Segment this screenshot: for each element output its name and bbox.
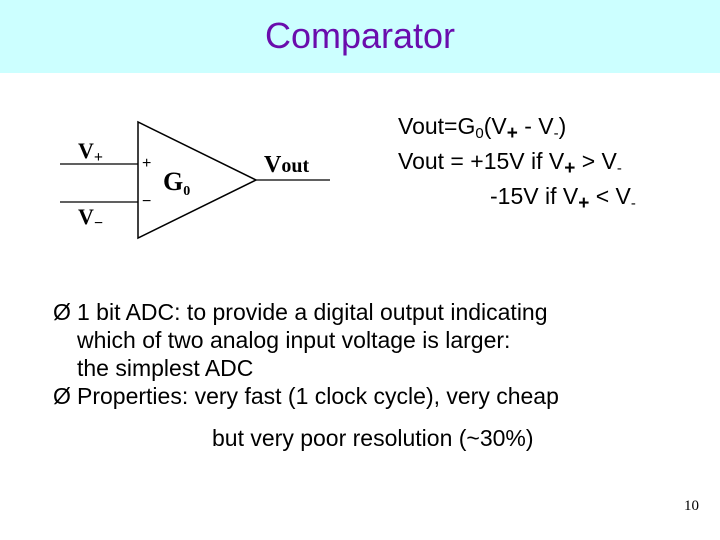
gain-label: G0 <box>163 167 190 199</box>
minus-sign: − <box>142 193 151 210</box>
output-label: Vout <box>264 152 309 178</box>
plus-sign: + <box>142 155 151 172</box>
page-number: 10 <box>684 498 699 514</box>
input-plus-label: V+ <box>78 138 103 166</box>
op-amp-triangle <box>137 120 258 240</box>
bullet-1-line-2: which of two analog input voltage is lar… <box>77 327 511 353</box>
title-bar <box>0 0 720 73</box>
input-minus-label: V− <box>78 204 103 232</box>
equation-line-1: Vout=G0(V+ - V-) <box>398 113 567 144</box>
comparator-diagram: V+ V− + − G0 Vout <box>60 120 330 240</box>
bullet-arrow-icon: Ø <box>53 299 71 325</box>
bullet-1-line-3: the simplest ADC <box>77 355 254 381</box>
equation-line-3: -15V if V+ < V- <box>490 183 636 214</box>
slide-title: Comparator <box>264 15 456 56</box>
bullet-arrow-icon: Ø <box>53 383 71 409</box>
equation-line-2: Vout = +15V if V+ > V- <box>398 148 622 179</box>
bullet-2-line-2: but very poor resolution (~30%) <box>212 425 534 451</box>
